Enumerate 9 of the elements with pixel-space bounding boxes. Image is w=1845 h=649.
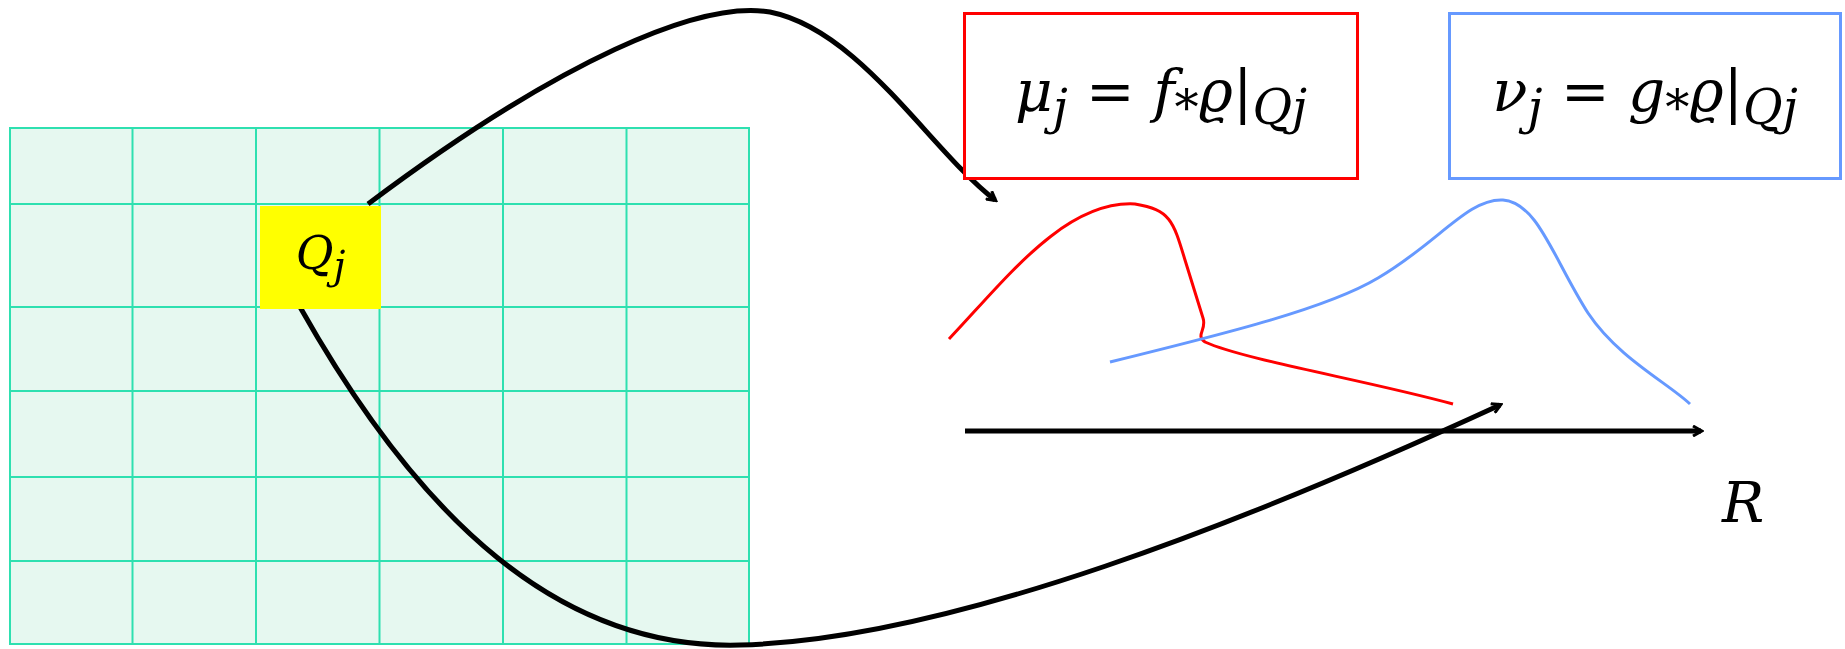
formula-box	[963, 12, 1359, 180]
formula-box	[1448, 12, 1842, 180]
arrow	[366, 8, 998, 206]
cell-label: Q$_{j}$	[295, 226, 346, 289]
formula: ν$_{j}$ = g$_{*}$ϱ|$_{Qj}$	[1492, 57, 1798, 135]
axis-label: R	[1722, 470, 1765, 535]
grid	[9, 127, 750, 645]
formula: μ$_{j}$ = f$_{*}$ϱ|$_{Qj}$	[1014, 57, 1308, 135]
highlighted-cell	[260, 206, 381, 309]
